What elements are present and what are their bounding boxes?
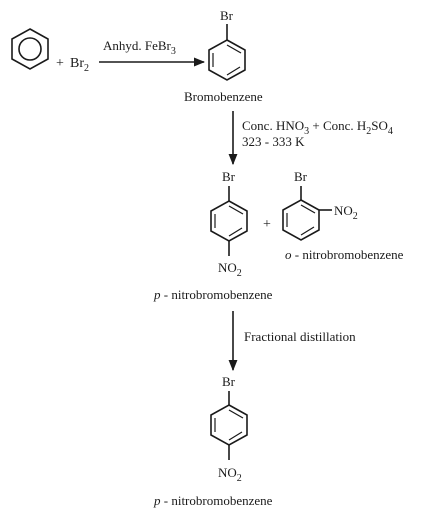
bromobenzene-name: Bromobenzene: [184, 89, 263, 104]
para-br-label: Br: [222, 169, 236, 184]
step3-condition: Fractional distillation: [244, 329, 356, 344]
para-no2-label: NO2: [218, 260, 242, 279]
ortho-no2-label: NO2: [334, 203, 358, 222]
final-br-label: Br: [222, 374, 236, 389]
para-product-name: p - nitrobromobenzene: [153, 287, 273, 302]
final-no2-label: NO2: [218, 465, 242, 484]
final-product-name: p - nitrobromobenzene: [153, 493, 273, 508]
step2-temperature: 323 - 333 K: [242, 134, 305, 149]
bromobenzene-br-label: Br: [220, 8, 234, 23]
bromobenzene-structure: [208, 24, 246, 81]
step1-condition: Anhyd. FeBr3: [103, 38, 176, 57]
final-p-nitrobromobenzene-structure: [210, 391, 248, 460]
plus-sign-2: +: [263, 217, 271, 232]
step2-reagents: Conc. HNO3 + Conc. H2SO4: [242, 118, 393, 137]
ortho-br-label: Br: [294, 169, 308, 184]
reagent-br2: Br2: [70, 56, 89, 74]
plus-sign-1: +: [56, 56, 64, 71]
para-nitrobromobenzene-structure: [210, 186, 248, 256]
ortho-nitrobromobenzene-structure: [282, 186, 332, 241]
ortho-product-name: o - nitrobromobenzene: [285, 247, 404, 262]
benzene-ring: [11, 28, 49, 70]
